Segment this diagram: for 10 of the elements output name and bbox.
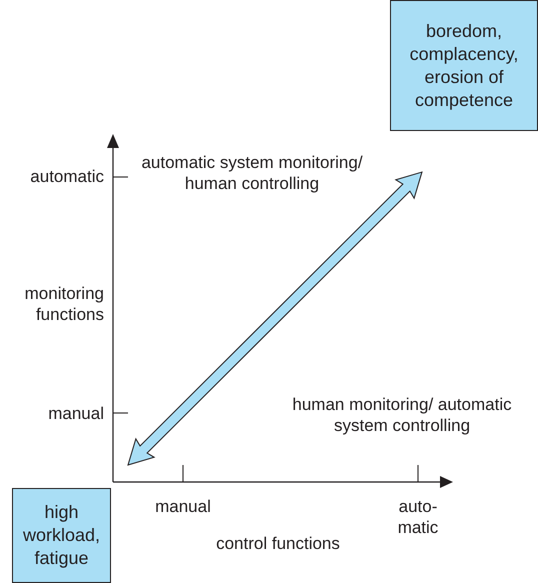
axis-tick-label: auto- matic xyxy=(396,496,440,538)
axis-title: monitoring functions xyxy=(24,283,104,325)
axis-tick-label: manual xyxy=(47,403,104,424)
region-label: human monitoring/ automatic system controlling xyxy=(291,394,513,436)
outcome-box: high workload, fatigue xyxy=(12,488,111,583)
axis-tick-label: manual xyxy=(154,496,212,517)
outcome-box: boredom, complacency, erosion of competence xyxy=(390,0,538,131)
region-label: automatic system monitoring/ human controlling xyxy=(140,152,364,194)
axis-title: control functions xyxy=(215,533,341,554)
axis-tick-label: automatic xyxy=(29,166,104,187)
